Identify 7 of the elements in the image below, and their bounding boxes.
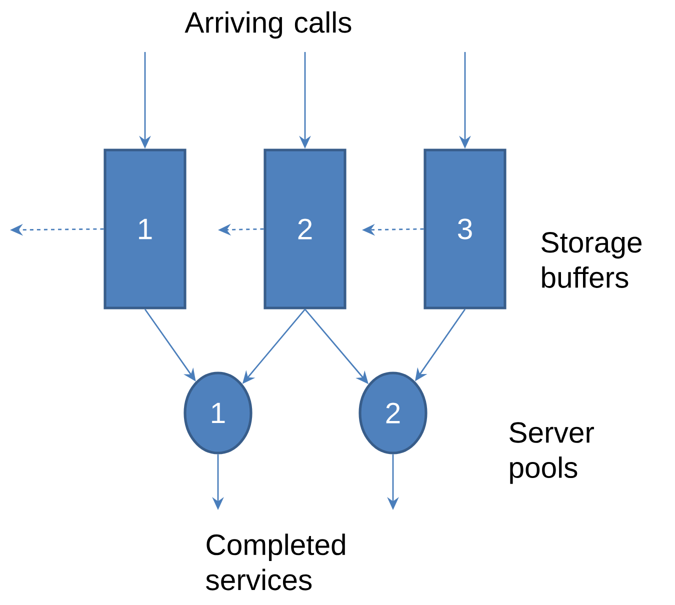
label-text: Completed services bbox=[206, 534, 345, 590]
label-text: Storage buffers bbox=[542, 232, 642, 288]
buffer-box: 2 bbox=[264, 148, 346, 310]
buffer-box: 1 bbox=[104, 148, 186, 310]
label-text: Arriving calls bbox=[184, 11, 352, 39]
buffer-box: 3 bbox=[424, 148, 506, 310]
label-text: Server pools bbox=[510, 422, 594, 484]
